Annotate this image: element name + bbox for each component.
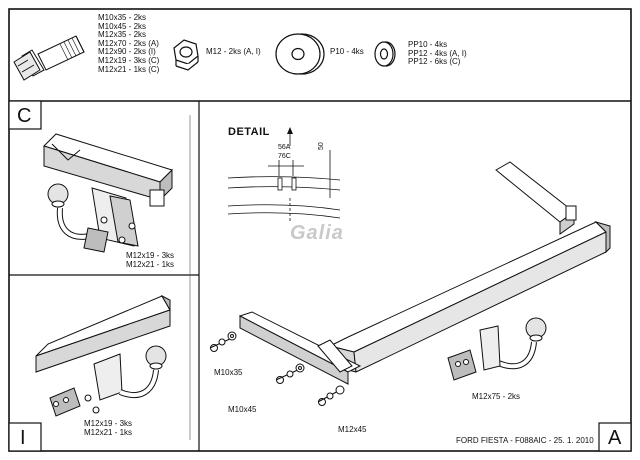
callout-c-bolts: M12x19 - 3ks M12x21 - 1ks: [126, 251, 175, 269]
hitch-drawing-c: [43, 133, 173, 253]
bolt-spec-5: M12x19 - 3ks (C): [98, 55, 160, 65]
galia-logo: Galia: [290, 222, 344, 244]
callout-i-bolt-1: M12x21 - 1ks: [84, 427, 133, 437]
bolt-icon: [13, 35, 85, 81]
hitch-drawing-i: [35, 294, 171, 417]
bolt-spec-6: M12x21 - 1ks (C): [98, 64, 160, 74]
label-box-c: [8, 100, 42, 130]
panel-label-c: C: [17, 105, 32, 127]
detail-dim-76c: 76C: [278, 153, 291, 160]
callout-a-bolt-right: M12x45: [338, 425, 367, 434]
callout-a-bolt-left: M10x35: [214, 368, 243, 377]
spring-washer-icon: [374, 41, 396, 67]
outer-frame: [8, 8, 632, 452]
bolt-spec-list: M10x35 - 2ks M10x45 - 2ks M12x35 - 2ks M…: [98, 13, 160, 74]
label-box-i: [8, 422, 42, 452]
bolt-spec-1: M10x45 - 2ks: [98, 21, 147, 31]
bolt-spec-0: M10x35 - 2ks: [98, 13, 147, 22]
washer-spec: P10 - 4ks: [330, 47, 364, 56]
bolt-spec-4: M12x90 - 2ks (I): [98, 47, 156, 57]
nut-icon: [173, 39, 199, 71]
callout-a-bolt-mid: M10x45: [228, 405, 257, 414]
callout-c-bolt-1: M12x21 - 1ks: [126, 259, 175, 269]
detail-title: DETAIL: [228, 126, 270, 138]
callout-i-bolt-0: M12x19 - 3ks: [84, 419, 133, 428]
spring-washer-spec-list: PP10 - 4ks PP12 - 4ks (A, I) PP12 - 6ks …: [408, 40, 467, 67]
hitch-drawing-a: [209, 161, 611, 406]
panel-label-i: I: [20, 427, 26, 449]
detail-sketch: [227, 127, 341, 222]
spring-washer-spec-2: PP12 - 6ks (C): [408, 57, 461, 67]
spring-washer-spec-1: PP12 - 4ks (A, I): [408, 48, 467, 58]
callout-a-bolt-hitch: M12x75 - 2ks: [472, 392, 521, 401]
nut-spec: M12 - 2ks (A, I): [206, 47, 261, 56]
spring-washer-spec-0: PP10 - 4ks: [408, 40, 448, 49]
callout-c-bolt-0: M12x19 - 3ks: [126, 251, 175, 260]
bolt-spec-3: M12x70 - 2ks (A): [98, 38, 159, 48]
bolt-spec-2: M12x35 - 2ks: [98, 30, 147, 40]
callout-i-bolts: M12x19 - 3ks M12x21 - 1ks: [84, 419, 133, 437]
footer-caption: FORD FIESTA - F088AIC - 25. 1. 2010: [456, 436, 594, 445]
washer-icon: [275, 33, 325, 75]
detail-dim-56a: 56A: [278, 144, 291, 151]
detail-dim-50: 50: [318, 142, 325, 150]
panel-label-a: A: [608, 427, 622, 449]
label-box-a: [598, 422, 632, 452]
